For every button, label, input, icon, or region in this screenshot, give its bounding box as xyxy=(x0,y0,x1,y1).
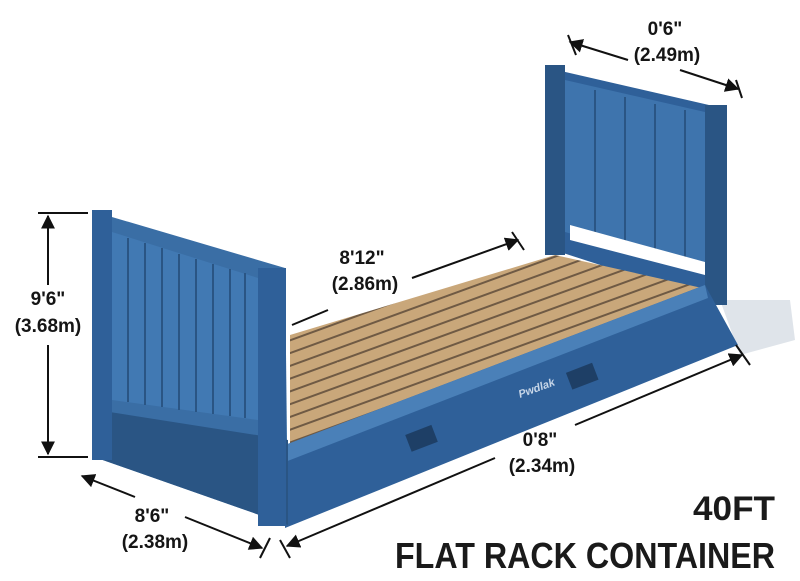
length-metric-label: (2.34m) xyxy=(509,456,576,477)
title-size: 40FT xyxy=(693,490,775,528)
rear-width-imperial-label: 0'6" xyxy=(648,19,683,40)
height-metric-label: (3.68m) xyxy=(15,316,82,337)
floor-shadow xyxy=(720,300,795,355)
deck-depth-imperial-label: 8'12" xyxy=(339,248,384,269)
end-width-imperial-label: 8'6" xyxy=(135,506,170,527)
title-type: FLAT RACK CONTAINER xyxy=(395,535,775,576)
end-width-metric-label: (2.38m) xyxy=(122,532,189,553)
length-imperial-label: 0'8" xyxy=(523,430,558,451)
rear-end-wall xyxy=(545,65,727,305)
front-end-wall xyxy=(92,210,288,526)
height-imperial-label: 9'6" xyxy=(31,289,66,310)
side-rail xyxy=(285,285,738,528)
deck-depth-metric-label: (2.86m) xyxy=(332,274,399,295)
dimension-lines xyxy=(38,34,751,559)
wooden-deck xyxy=(290,255,702,448)
rear-width-metric-label: (2.49m) xyxy=(634,45,701,66)
